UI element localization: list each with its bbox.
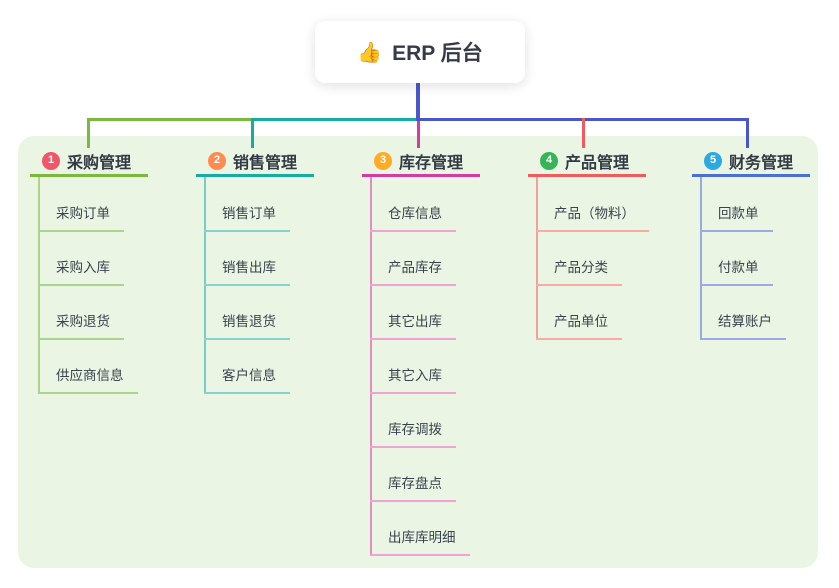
node-item[interactable]: 采购订单 xyxy=(38,177,150,232)
branch-product-children: 产品（物料） 产品分类 产品单位 xyxy=(536,177,649,340)
branch-number-badge: 5 xyxy=(704,151,722,170)
node-item[interactable]: 产品库存 xyxy=(370,231,482,286)
node-outbound-detail[interactable]: 出库库明细 xyxy=(370,526,470,556)
drop-connector-sales xyxy=(251,118,254,148)
node-item[interactable]: 仓库信息 xyxy=(370,177,482,232)
branch-inventory-children: 仓库信息 产品库存 其它出库 其它入库 库存调拨 库存盘点 出库库明细 xyxy=(370,177,482,556)
node-customer-info[interactable]: 客户信息 xyxy=(204,364,290,394)
drop-connector-purchase xyxy=(87,118,90,148)
node-item[interactable]: 客户信息 xyxy=(204,339,316,394)
node-item[interactable]: 库存盘点 xyxy=(370,447,482,502)
branch-purchase-header[interactable]: 1 采购管理 xyxy=(30,147,148,177)
thumbs-up-icon: 👍 xyxy=(357,41,383,64)
node-item[interactable]: 采购退货 xyxy=(38,285,150,340)
branch-purchase-children: 采购订单 采购入库 采购退货 供应商信息 xyxy=(38,177,150,394)
node-item[interactable]: 库存调拨 xyxy=(370,393,482,448)
branch-number-badge: 1 xyxy=(42,151,60,170)
node-item[interactable]: 其它入库 xyxy=(370,339,482,394)
node-product-unit[interactable]: 产品单位 xyxy=(536,310,622,340)
node-item[interactable]: 付款单 xyxy=(700,231,812,286)
node-purchase-inbound[interactable]: 采购入库 xyxy=(38,256,124,286)
branch-finance-children: 回款单 付款单 结算账户 xyxy=(700,177,812,340)
node-item[interactable]: 采购入库 xyxy=(38,231,150,286)
branch-sales-label: 销售管理 xyxy=(233,154,298,172)
node-warehouse-info[interactable]: 仓库信息 xyxy=(370,202,456,232)
branch-product-header[interactable]: 4 产品管理 xyxy=(528,147,646,177)
node-product-category[interactable]: 产品分类 xyxy=(536,256,622,286)
node-item[interactable]: 回款单 xyxy=(700,177,812,232)
node-product-material[interactable]: 产品（物料） xyxy=(536,202,649,232)
node-item[interactable]: 销售退货 xyxy=(204,285,316,340)
mindmap-background-panel xyxy=(18,136,818,568)
root-stem-connector xyxy=(416,83,420,119)
bus-connector-sales xyxy=(253,118,416,121)
node-receipt-bill[interactable]: 回款单 xyxy=(700,202,773,232)
branch-sales-children: 销售订单 销售出库 销售退货 客户信息 xyxy=(204,177,316,394)
node-other-outbound[interactable]: 其它出库 xyxy=(370,310,456,340)
node-other-inbound[interactable]: 其它入库 xyxy=(370,364,456,394)
node-item[interactable]: 产品单位 xyxy=(536,285,648,340)
node-supplier-info[interactable]: 供应商信息 xyxy=(38,364,138,394)
branch-sales: 2 销售管理 销售订单 销售出库 销售退货 客户信息 xyxy=(196,147,316,394)
branch-number-badge: 4 xyxy=(540,151,558,170)
branch-purchase-label: 采购管理 xyxy=(67,154,132,172)
node-settlement-account[interactable]: 结算账户 xyxy=(700,310,786,340)
node-item[interactable]: 供应商信息 xyxy=(38,339,150,394)
branch-finance: 5 财务管理 回款单 付款单 结算账户 xyxy=(692,147,812,340)
branch-inventory: 3 库存管理 仓库信息 产品库存 其它出库 其它入库 库存调拨 库存盘点 出库库… xyxy=(362,147,482,556)
branch-sales-header[interactable]: 2 销售管理 xyxy=(196,147,314,177)
node-item[interactable]: 产品（物料） xyxy=(536,177,649,232)
root-node-label: ERP 后台 xyxy=(392,42,483,65)
node-item[interactable]: 销售出库 xyxy=(204,231,316,286)
branch-finance-label: 财务管理 xyxy=(729,154,794,172)
branch-finance-header[interactable]: 5 财务管理 xyxy=(692,147,810,177)
node-product-stock[interactable]: 产品库存 xyxy=(370,256,456,286)
branch-number-badge: 2 xyxy=(208,151,226,170)
node-sales-order[interactable]: 销售订单 xyxy=(204,202,290,232)
branch-inventory-label: 库存管理 xyxy=(399,154,464,172)
drop-connector-product xyxy=(582,118,585,148)
drop-connector-finance xyxy=(746,118,749,148)
branch-number-badge: 3 xyxy=(374,151,392,170)
node-item[interactable]: 产品分类 xyxy=(536,231,648,286)
node-stock-transfer[interactable]: 库存调拨 xyxy=(370,418,456,448)
branch-product: 4 产品管理 产品（物料） 产品分类 产品单位 xyxy=(528,147,649,340)
node-purchase-return[interactable]: 采购退货 xyxy=(38,310,124,340)
node-item[interactable]: 结算账户 xyxy=(700,285,812,340)
drop-connector-inventory xyxy=(417,121,420,148)
node-sales-outbound[interactable]: 销售出库 xyxy=(204,256,290,286)
node-sales-return[interactable]: 销售退货 xyxy=(204,310,290,340)
branch-purchase: 1 采购管理 采购订单 采购入库 采购退货 供应商信息 xyxy=(30,147,150,394)
node-payment-bill[interactable]: 付款单 xyxy=(700,256,773,286)
node-stock-check[interactable]: 库存盘点 xyxy=(370,472,456,502)
branch-inventory-header[interactable]: 3 库存管理 xyxy=(362,147,480,177)
node-item[interactable]: 销售订单 xyxy=(204,177,316,232)
node-item[interactable]: 出库库明细 xyxy=(370,501,482,556)
root-node-erp[interactable]: 👍 ERP 后台 xyxy=(315,21,525,83)
branch-product-label: 产品管理 xyxy=(565,154,630,172)
node-purchase-order[interactable]: 采购订单 xyxy=(38,202,124,232)
node-item[interactable]: 其它出库 xyxy=(370,285,482,340)
bus-connector-purchase xyxy=(87,118,253,121)
